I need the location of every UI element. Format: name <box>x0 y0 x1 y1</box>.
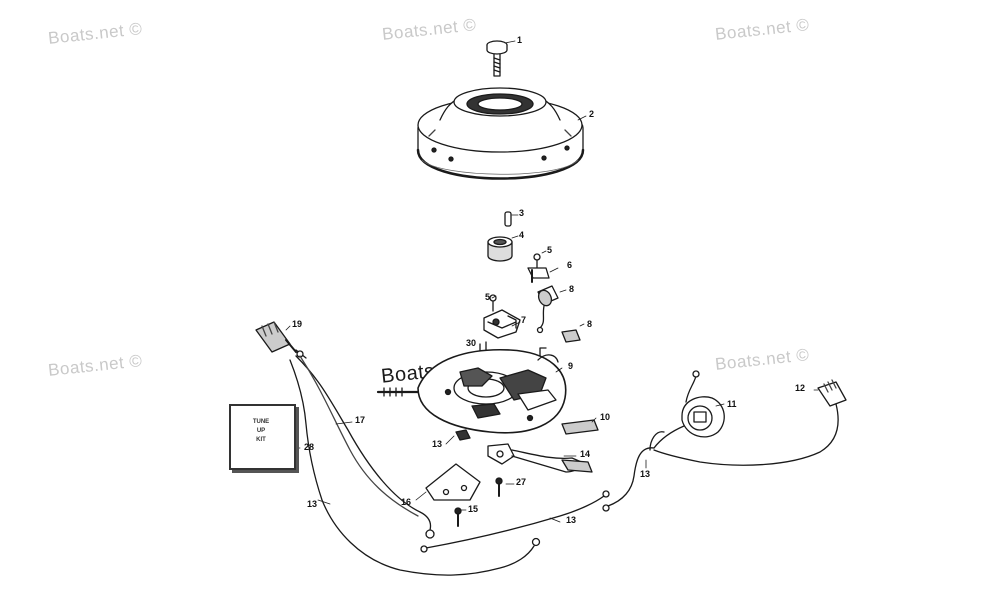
callout-number: 7 <box>521 315 527 325</box>
callout-number: 30 <box>466 338 477 348</box>
part-6-clamp <box>527 267 550 283</box>
part-9-stator-plate <box>417 347 567 434</box>
callout-number: 8 <box>587 319 593 329</box>
part-8-condenser <box>536 285 559 334</box>
plate-screw <box>376 387 420 397</box>
callout-number: 2 <box>589 109 595 119</box>
part-8-felt <box>561 329 581 343</box>
part-12-lead <box>653 379 847 466</box>
callout-number: 28 <box>304 442 315 452</box>
part-2-flywheel <box>416 87 585 180</box>
part-4-bushing <box>487 236 513 262</box>
callout-number: 17 <box>355 415 366 425</box>
part-7-points <box>483 309 521 339</box>
part-13-nut <box>455 429 471 441</box>
part-28-tune-up-kit: TUNE UP KIT <box>229 404 296 470</box>
part-1-screw <box>486 40 508 77</box>
callout-number: 16 <box>401 497 412 507</box>
callout-number: 13 <box>432 439 443 449</box>
callout-number: 9 <box>568 361 574 371</box>
part-16-cover <box>425 463 481 501</box>
callout-number: 13 <box>307 499 318 509</box>
part-14-lever <box>487 443 593 473</box>
callout-number: 14 <box>580 449 591 459</box>
callout-number: 19 <box>292 319 303 329</box>
part-13-coil-wire <box>602 431 665 512</box>
part-17-wire <box>295 355 435 539</box>
part-13-ground-wire <box>289 359 610 576</box>
callout-number: 15 <box>468 504 479 514</box>
callout-number: 13 <box>640 469 651 479</box>
part-19-plug-boot <box>255 321 307 359</box>
callout-number: 5 <box>547 245 553 255</box>
callout-number: 12 <box>795 383 806 393</box>
callout-number: 27 <box>516 477 527 487</box>
callout-number: 10 <box>600 412 611 422</box>
part-3-key <box>504 211 512 227</box>
tune-up-kit-label: TUNE UP KIT <box>252 419 270 443</box>
callout-number: 4 <box>519 230 525 240</box>
part-11-coil <box>653 370 725 449</box>
part-10-felt-strip <box>561 419 599 435</box>
part-27-screw <box>495 477 503 497</box>
part-15-screw <box>454 507 462 527</box>
callout-number: 3 <box>519 208 525 218</box>
callout-number: 11 <box>727 399 737 409</box>
callout-number: 1 <box>517 35 523 45</box>
leader-lines <box>285 40 819 523</box>
part-5-screw <box>533 253 541 269</box>
callout-number: 5 <box>485 292 491 302</box>
callout-number: 6 <box>567 260 573 270</box>
callout-number: 13 <box>566 515 577 525</box>
callout-number: 8 <box>569 284 575 294</box>
